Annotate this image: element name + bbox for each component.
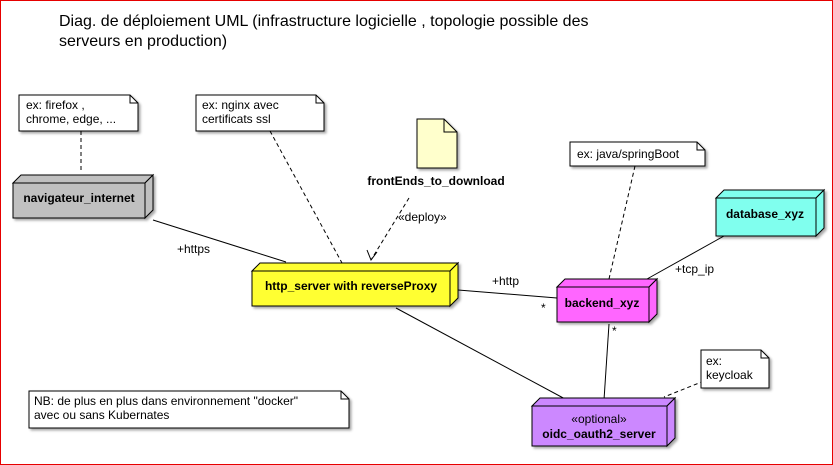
connections xyxy=(152,219,725,401)
note-browsers-line1: ex: firefox , xyxy=(26,98,85,112)
node-oidc-oauth2-server[interactable] xyxy=(530,396,677,448)
note-nginx-line1: ex: nginx avec xyxy=(202,98,279,112)
link-http-backend xyxy=(457,289,558,299)
link-backend-database xyxy=(646,235,725,280)
note-link-java xyxy=(608,165,636,280)
node-oidc-stereotype: «optional» xyxy=(571,412,627,426)
link-backend-oidc xyxy=(603,323,610,401)
label-multiplicity-oidc: * xyxy=(612,324,617,338)
node-database-label: database_xyz xyxy=(726,207,804,221)
label-https: +https xyxy=(177,242,210,256)
note-browsers-line2: chrome, edge, ... xyxy=(26,112,116,126)
label-multiplicity-backend: * xyxy=(541,301,546,315)
node-backend-label: backend_xyz xyxy=(565,296,640,310)
label-deploy: «deploy» xyxy=(398,210,447,224)
link-http-oidc xyxy=(395,307,568,401)
deploy-arrowhead xyxy=(366,249,378,262)
label-http: +http xyxy=(492,274,519,288)
diagram-title-line1: Diag. de déploiement UML (infrastructure… xyxy=(59,13,588,30)
note-java-line1: ex: java/springBoot xyxy=(577,147,680,161)
deploy-dependency-line xyxy=(370,197,410,261)
note-browsers[interactable] xyxy=(18,94,139,132)
note-keycloak-line1: ex: xyxy=(706,354,722,368)
diagram-title-line2: serveurs en production) xyxy=(59,33,227,50)
artifact-label: frontEnds_to_download xyxy=(367,174,504,188)
node-navigateur-label: navigateur_internet xyxy=(23,191,134,205)
note-nginx-line2: certificats ssl xyxy=(202,112,271,126)
note-link-nginx xyxy=(269,130,343,264)
dashed-connectors xyxy=(80,130,705,398)
note-java[interactable] xyxy=(569,141,706,167)
node-http-server-label: http_server with reverseProxy xyxy=(265,279,437,293)
note-nb-line1: NB: de plus en plus dans environnement "… xyxy=(34,394,298,408)
node-http-server[interactable] xyxy=(250,261,460,308)
note-link-keycloak xyxy=(663,380,705,398)
note-nb-line2: avec ou sans Kubernates xyxy=(34,408,169,422)
note-nginx[interactable] xyxy=(195,94,325,132)
node-navigateur-internet[interactable] xyxy=(11,173,155,220)
node-database-xyz[interactable] xyxy=(714,188,826,238)
note-keycloak[interactable] xyxy=(700,349,770,389)
link-navigateur-http xyxy=(152,219,287,263)
artifact-document-icon[interactable] xyxy=(416,118,458,169)
label-tcp-ip: +tcp_ip xyxy=(675,262,714,276)
node-oidc-label: oidc_oauth2_server xyxy=(542,427,656,441)
node-backend-xyz[interactable] xyxy=(555,277,659,324)
note-keycloak-line2: keycloak xyxy=(706,368,754,382)
note-nb[interactable] xyxy=(28,390,350,429)
